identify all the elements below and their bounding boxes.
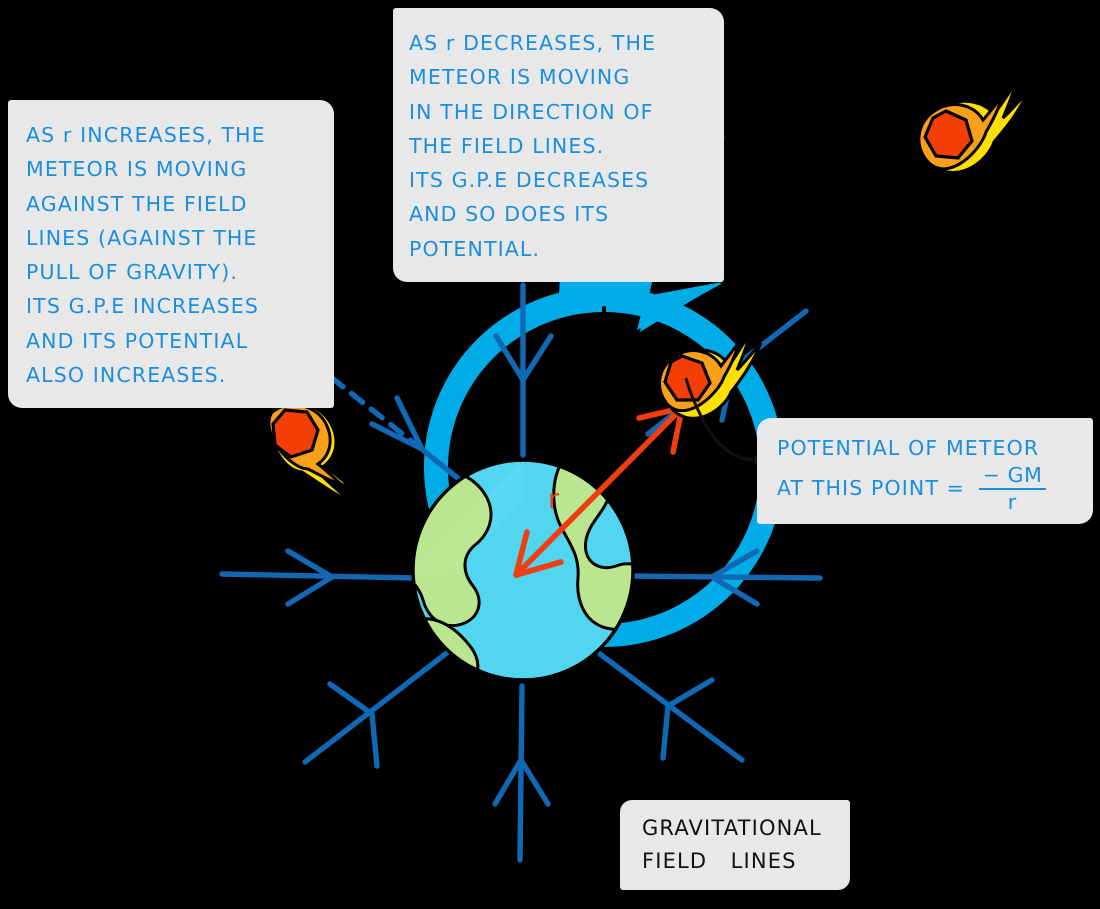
potential-fraction: − GM r [978, 463, 1047, 514]
field-line-north [493, 282, 554, 458]
callout-increasing-r: AS r INCREASES, THE METEOR IS MOVING AGA… [8, 100, 334, 409]
callout-line: IN THE DIRECTION OF [409, 99, 654, 124]
fraction-numerator: − GM [982, 463, 1043, 487]
callout-line: METEOR IS MOVING [409, 65, 631, 90]
callout-decreasing-r: AS r DECREASES, THE METEOR IS MOVING IN … [393, 8, 724, 283]
callout-line: AS r DECREASES, THE [409, 31, 657, 55]
radius-label: r [548, 484, 560, 515]
potential-label-line2: AT THIS POINT = [777, 476, 973, 501]
field-line-south [492, 683, 551, 863]
callout-line: POTENTIAL. [409, 236, 541, 261]
meteor-top-right [917, 81, 1030, 174]
meteor-moving-away [267, 401, 355, 506]
callout-line: THE FIELD LINES. [409, 133, 605, 158]
field-line-west [219, 548, 419, 607]
callout-line: AGAINST THE FIELD [26, 191, 248, 216]
fraction-denominator: r [1007, 489, 1018, 514]
callout-line: AND SO DOES ITS [409, 202, 610, 227]
meteor-on-orbit [658, 332, 763, 420]
potential-formula-row: AT THIS POINT = − GM r [777, 465, 1079, 512]
callout-line: FIELD LINES [642, 849, 797, 873]
callout-potential-formula: POTENTIAL OF METEOR AT THIS POINT = − GM… [757, 418, 1093, 525]
potential-label-line1: POTENTIAL OF METEOR [777, 436, 1040, 460]
callout-line: AS r INCREASES, THE [26, 123, 266, 147]
field-line-southeast [597, 651, 745, 763]
earth-planet [411, 458, 635, 682]
callout-line: PULL OF GRAVITY). [26, 260, 238, 285]
callout-line: ITS G.P.E INCREASES [26, 294, 259, 319]
field-line-east [627, 548, 823, 607]
fraction-bar [978, 487, 1047, 490]
field-line-southwest [302, 649, 451, 769]
callout-line: ALSO INCREASES. [26, 363, 227, 388]
callout-line: GRAVITATIONAL [642, 816, 822, 840]
callout-line: AND ITS POTENTIAL [26, 328, 249, 353]
callout-line: METEOR IS MOVING [26, 157, 248, 182]
callout-line: ITS G.P.E DECREASES [409, 168, 650, 193]
callout-field-lines-label: GRAVITATIONAL FIELD LINES [620, 800, 850, 890]
callout-line: LINES (AGAINST THE [26, 225, 258, 250]
